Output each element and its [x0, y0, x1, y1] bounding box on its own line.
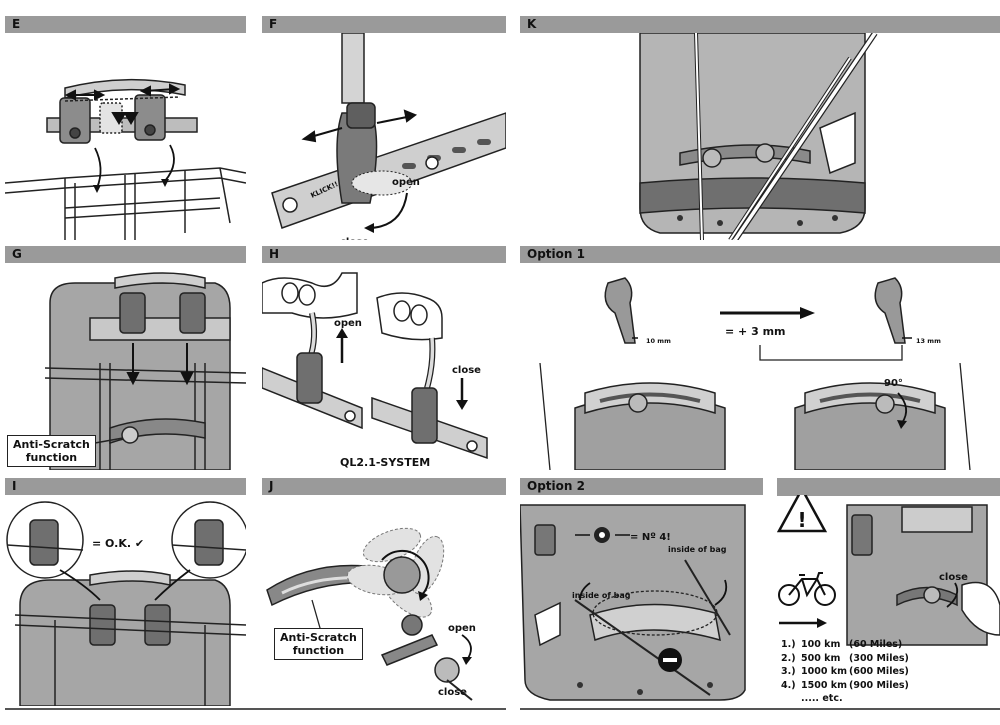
panel-option2: Option 2 = Nº 4! inside of bag inside of… [520, 478, 763, 706]
option2-count: = Nº 4! [630, 532, 671, 543]
panel-h: H open close QL2.1-SYSTEM [262, 246, 506, 470]
distance-km: 1500 km [801, 679, 847, 691]
panel-e-header: E [5, 16, 246, 33]
distance-miles: (300 Miles) [849, 652, 909, 664]
panel-j-illustration: open close [266, 527, 476, 701]
warning-distance-list: 1.) 100 km (60 Miles) 2.) 500 km (300 Miles)… [781, 638, 909, 706]
list-item: 4.) 1500 km(900 Miles) [781, 679, 909, 693]
bottom-rule-right [520, 708, 1000, 710]
panel-f: F open close KLICK!! [262, 16, 506, 240]
warning-close-label: close [939, 572, 968, 583]
panel-f-header: F [262, 16, 506, 33]
panel-e: E [5, 16, 246, 240]
distance-km: 100 km [801, 639, 841, 650]
distance-km: 1000 km [801, 666, 847, 677]
panel-g-callout-line2: function [25, 451, 78, 464]
distance-etc: ..... etc. [801, 693, 843, 704]
list-item: 1.) 100 km (60 Miles) [781, 638, 909, 652]
distance-number: 3.) [781, 666, 796, 677]
panel-j-close-label: close [438, 687, 467, 698]
option1-gap-before: 10 mm [646, 337, 671, 345]
option1-angle: 90° [884, 378, 903, 389]
panel-warning-illustration: ! close [777, 495, 1000, 646]
panel-j-open-label: open [448, 623, 476, 634]
distance-miles: (600 Miles) [849, 666, 909, 677]
option1-gap-after: 13 mm [916, 337, 941, 345]
distance-number: 2.) [781, 652, 796, 664]
option1-offset: = + 3 mm [725, 325, 786, 338]
panel-g-anti-scratch-callout: Anti-Scratch function [7, 435, 96, 467]
panel-j-callout-line1: Anti-Scratch [280, 631, 357, 644]
panel-f-open-label: open [392, 177, 420, 188]
panel-g-header: G [5, 246, 246, 263]
panel-j-callout-line2: function [292, 644, 345, 657]
warning-triangle-icon [777, 495, 828, 533]
panel-k: K [520, 16, 1000, 240]
panel-f-illustration: open close KLICK!! [271, 33, 506, 240]
panel-g: G Anti-Scratch function [5, 246, 246, 470]
panel-option1-header: Option 1 [520, 246, 1000, 263]
panel-i-illustration: = O.K. ✔ [6, 501, 246, 706]
panel-i: I = O.K. ✔ [5, 478, 246, 706]
panel-k-illustration [639, 33, 878, 240]
panel-h-system-caption: QL2.1-SYSTEM [340, 456, 431, 469]
panel-j-anti-scratch-callout: Anti-Scratch function [274, 628, 363, 660]
bicycle-icon [778, 572, 836, 606]
panel-warning-header [777, 478, 1000, 496]
distance-number: 1.) [781, 639, 796, 650]
panel-option2-header: Option 2 [520, 478, 763, 495]
panel-g-callout-line1: Anti-Scratch [13, 438, 90, 451]
distance-miles: (60 Miles) [849, 639, 903, 650]
list-item: 2.) 500 km (300 Miles) [781, 652, 909, 666]
panel-j: J open close Anti-Scratch function [262, 478, 506, 706]
list-item: 3.) 1000 km(600 Miles) [781, 665, 909, 679]
option2-inside-left: inside of bag [572, 591, 631, 600]
panel-f-close-label: close [340, 237, 369, 240]
panel-option2-illustration: = Nº 4! inside of bag inside of bag [520, 504, 746, 701]
panel-i-ok-text: = O.K. ✔ [92, 537, 144, 550]
panel-g-illustration [44, 272, 246, 470]
panel-i-header: I [5, 478, 246, 495]
panel-k-header: K [520, 16, 1000, 33]
distance-km: 500 km [801, 652, 841, 664]
option2-inside-right: inside of bag [668, 545, 727, 554]
panel-h-open-label: open [334, 318, 362, 329]
panel-h-illustration: open close [262, 272, 488, 460]
distance-miles: (900 Miles) [849, 679, 909, 691]
panel-j-header: J [262, 478, 506, 495]
panel-h-close-label: close [452, 365, 481, 376]
bottom-rule-left [5, 708, 506, 710]
panel-option1-illustration: 10 mm 13 mm = + 3 mm 90° [539, 277, 971, 470]
warning-symbol: ! [798, 508, 807, 532]
distance-number: 4.) [781, 679, 796, 691]
panel-warning: ! close 1.) 100 km (60 Miles) 2.) 500 km (30… [777, 478, 1000, 706]
panel-e-illustration [5, 78, 246, 240]
panel-option1: Option 1 10 mm 13 mm = + 3 mm 90° [520, 246, 1000, 470]
panel-h-header: H [262, 246, 506, 263]
